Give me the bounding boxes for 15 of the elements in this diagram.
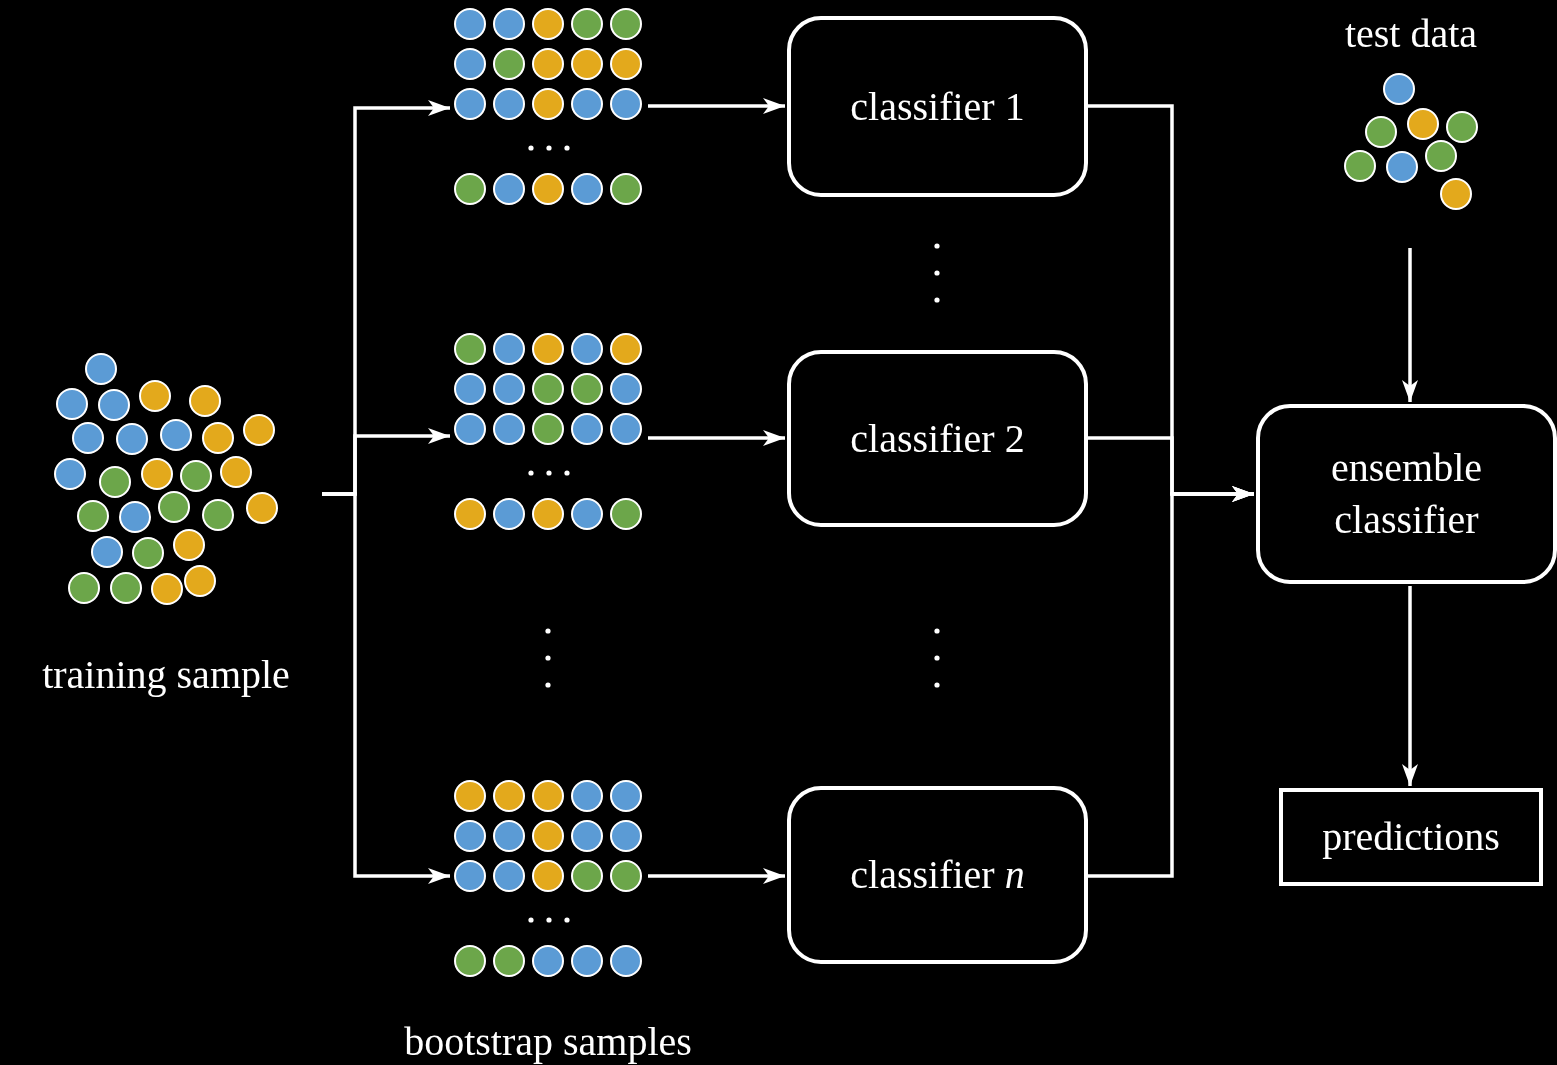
arrow [322,492,450,884]
output-box: predictions [1279,788,1543,886]
arrow [648,868,785,884]
classifier-box: classifier 1 [787,16,1088,197]
caption-label: bootstrap samples [404,1022,692,1062]
arrow [1402,248,1418,402]
classifier-box: classifier 2 [787,350,1088,527]
node-label: training sample [42,655,290,695]
arrow [648,98,785,114]
node-label: test data [1344,14,1478,54]
classifier-box: classifier n [787,786,1088,964]
arrow [1402,586,1418,786]
arrow [1088,486,1254,878]
classifier-box: ensemble classifier [1256,404,1557,584]
arrow [648,430,785,446]
